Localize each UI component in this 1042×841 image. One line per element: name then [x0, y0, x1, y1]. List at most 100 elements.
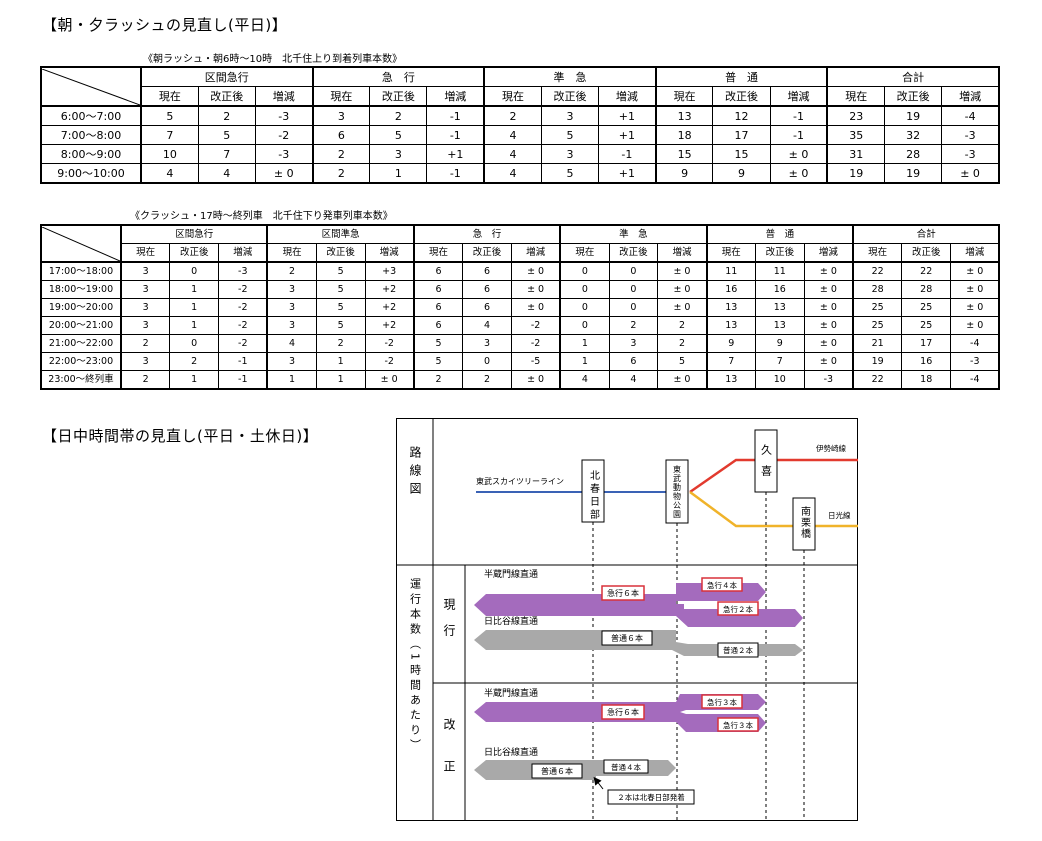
value-cell: -3 [941, 144, 1000, 164]
value-cell: 2 [369, 105, 428, 126]
sub-header: 増減 [950, 243, 1000, 263]
sub-header: 現在 [705, 243, 756, 263]
value-cell: +1 [598, 163, 657, 184]
value-cell: +1 [598, 105, 657, 126]
value-cell: 4 [139, 163, 199, 184]
station-label: 北春日部 [588, 470, 600, 522]
value-cell: -2 [364, 352, 415, 371]
sub-header: 増減 [657, 243, 708, 263]
station-kitakasukabe [581, 459, 605, 523]
value-cell: ± 0 [769, 144, 828, 164]
value-cell: 3 [311, 105, 371, 126]
sub-header: 増減 [254, 86, 314, 107]
value-cell: -2 [364, 334, 415, 353]
current-local-2-box [717, 642, 759, 658]
current-hibiya-label: 日比谷線直通 [484, 615, 538, 627]
value-cell: 9 [705, 334, 756, 353]
value-cell: 13 [754, 316, 805, 335]
value-cell: 21 [852, 334, 903, 353]
value-cell: 7 [754, 352, 805, 371]
heading-daytime-review: 【日中時間帯の見直し(平日・土休日)】 [42, 427, 319, 445]
note-arrow [593, 776, 604, 790]
group-header: 合計 [826, 66, 1000, 87]
value-cell: 7 [705, 352, 756, 371]
value-cell: 3 [266, 316, 317, 335]
value-cell: ± 0 [657, 298, 708, 317]
value-cell: 0 [462, 352, 512, 371]
value-cell: 6 [462, 298, 512, 317]
value-cell: -2 [218, 334, 268, 353]
value-cell: 19 [884, 163, 943, 184]
group-header: 急 行 [412, 224, 561, 244]
value-cell: 12 [712, 105, 771, 126]
sub-header: 改正後 [169, 243, 220, 263]
value-cell: -3 [254, 144, 314, 164]
value-cell: 10 [139, 144, 199, 164]
group-header: 区間急行 [119, 224, 268, 244]
sub-header: 増減 [218, 243, 268, 263]
value-cell: ± 0 [941, 163, 1000, 184]
current-express-6-label: 急行６本 [607, 588, 639, 598]
value-cell: ± 0 [803, 280, 854, 299]
value-cell: 2 [120, 370, 171, 390]
value-cell: 4 [483, 163, 542, 184]
note-label: ２本は北春日部発着 [617, 792, 685, 802]
sub-header: 改正後 [369, 86, 428, 107]
caption-morning-rush: 《朝ラッシュ・朝6時～10時 北千住上り到着列車本数》 [143, 54, 403, 65]
value-cell: -1 [769, 105, 828, 126]
table-corner [40, 66, 142, 107]
value-cell: ± 0 [950, 261, 1000, 281]
value-cell: 25 [901, 316, 952, 335]
sub-header: 増減 [510, 243, 561, 263]
time-cell: 23:00～終列車 [40, 370, 122, 390]
value-cell: 25 [852, 298, 903, 317]
value-cell: 1 [169, 298, 220, 317]
current-hanzomon-label: 半蔵門線直通 [484, 568, 538, 580]
value-cell: 3 [120, 280, 171, 299]
value-cell: -4 [950, 370, 1000, 390]
value-cell: ± 0 [510, 298, 561, 317]
value-cell: -2 [510, 334, 561, 353]
value-cell: 2 [311, 163, 371, 184]
value-cell: 31 [826, 144, 886, 164]
value-cell: ± 0 [803, 352, 854, 371]
value-cell: 13 [754, 298, 805, 317]
value-cell: ± 0 [803, 334, 854, 353]
station-kuki [754, 429, 778, 493]
value-cell: 1 [369, 163, 428, 184]
sub-header: 改正後 [197, 86, 256, 107]
revised-express-3-kuki-box [701, 694, 743, 709]
value-cell: 13 [705, 298, 756, 317]
nikko-line-label: 日光線 [828, 510, 851, 520]
route-service-diagram: 路線図 運行本数（1時間あたり） 現行 改正 東武スカイツリーライン 伊勢崎線 … [396, 418, 858, 821]
value-cell: 5 [197, 125, 256, 145]
value-cell: 23 [826, 105, 886, 126]
revised-express-3-kuki-label: 急行３本 [707, 697, 737, 707]
current-express-4-label: 急行４本 [707, 580, 737, 590]
side-label-service-count: 運行本数（1時間あたり） [409, 578, 422, 754]
value-cell: 3 [120, 352, 171, 371]
value-cell: +2 [364, 280, 415, 299]
sub-header: 増減 [941, 86, 1000, 107]
value-cell: 16 [705, 280, 756, 299]
value-cell: 1 [169, 316, 220, 335]
value-cell: ± 0 [254, 163, 314, 184]
value-cell: 0 [559, 261, 610, 281]
current-local-6-label: 普通６本 [611, 633, 643, 643]
value-cell: 2 [120, 334, 171, 353]
value-cell: 0 [169, 334, 220, 353]
current-local-6-box [601, 630, 653, 646]
value-cell: 5 [315, 316, 366, 335]
group-header: 普 通 [705, 224, 854, 244]
revised-local-6-box [531, 763, 583, 779]
value-cell: 6 [311, 125, 371, 145]
current-local-2-label: 普通２本 [723, 645, 753, 655]
value-cell: ± 0 [950, 280, 1000, 299]
value-cell: 28 [884, 144, 943, 164]
sub-header: 改正後 [884, 86, 943, 107]
value-cell: 18 [901, 370, 952, 390]
value-cell: ± 0 [950, 316, 1000, 335]
